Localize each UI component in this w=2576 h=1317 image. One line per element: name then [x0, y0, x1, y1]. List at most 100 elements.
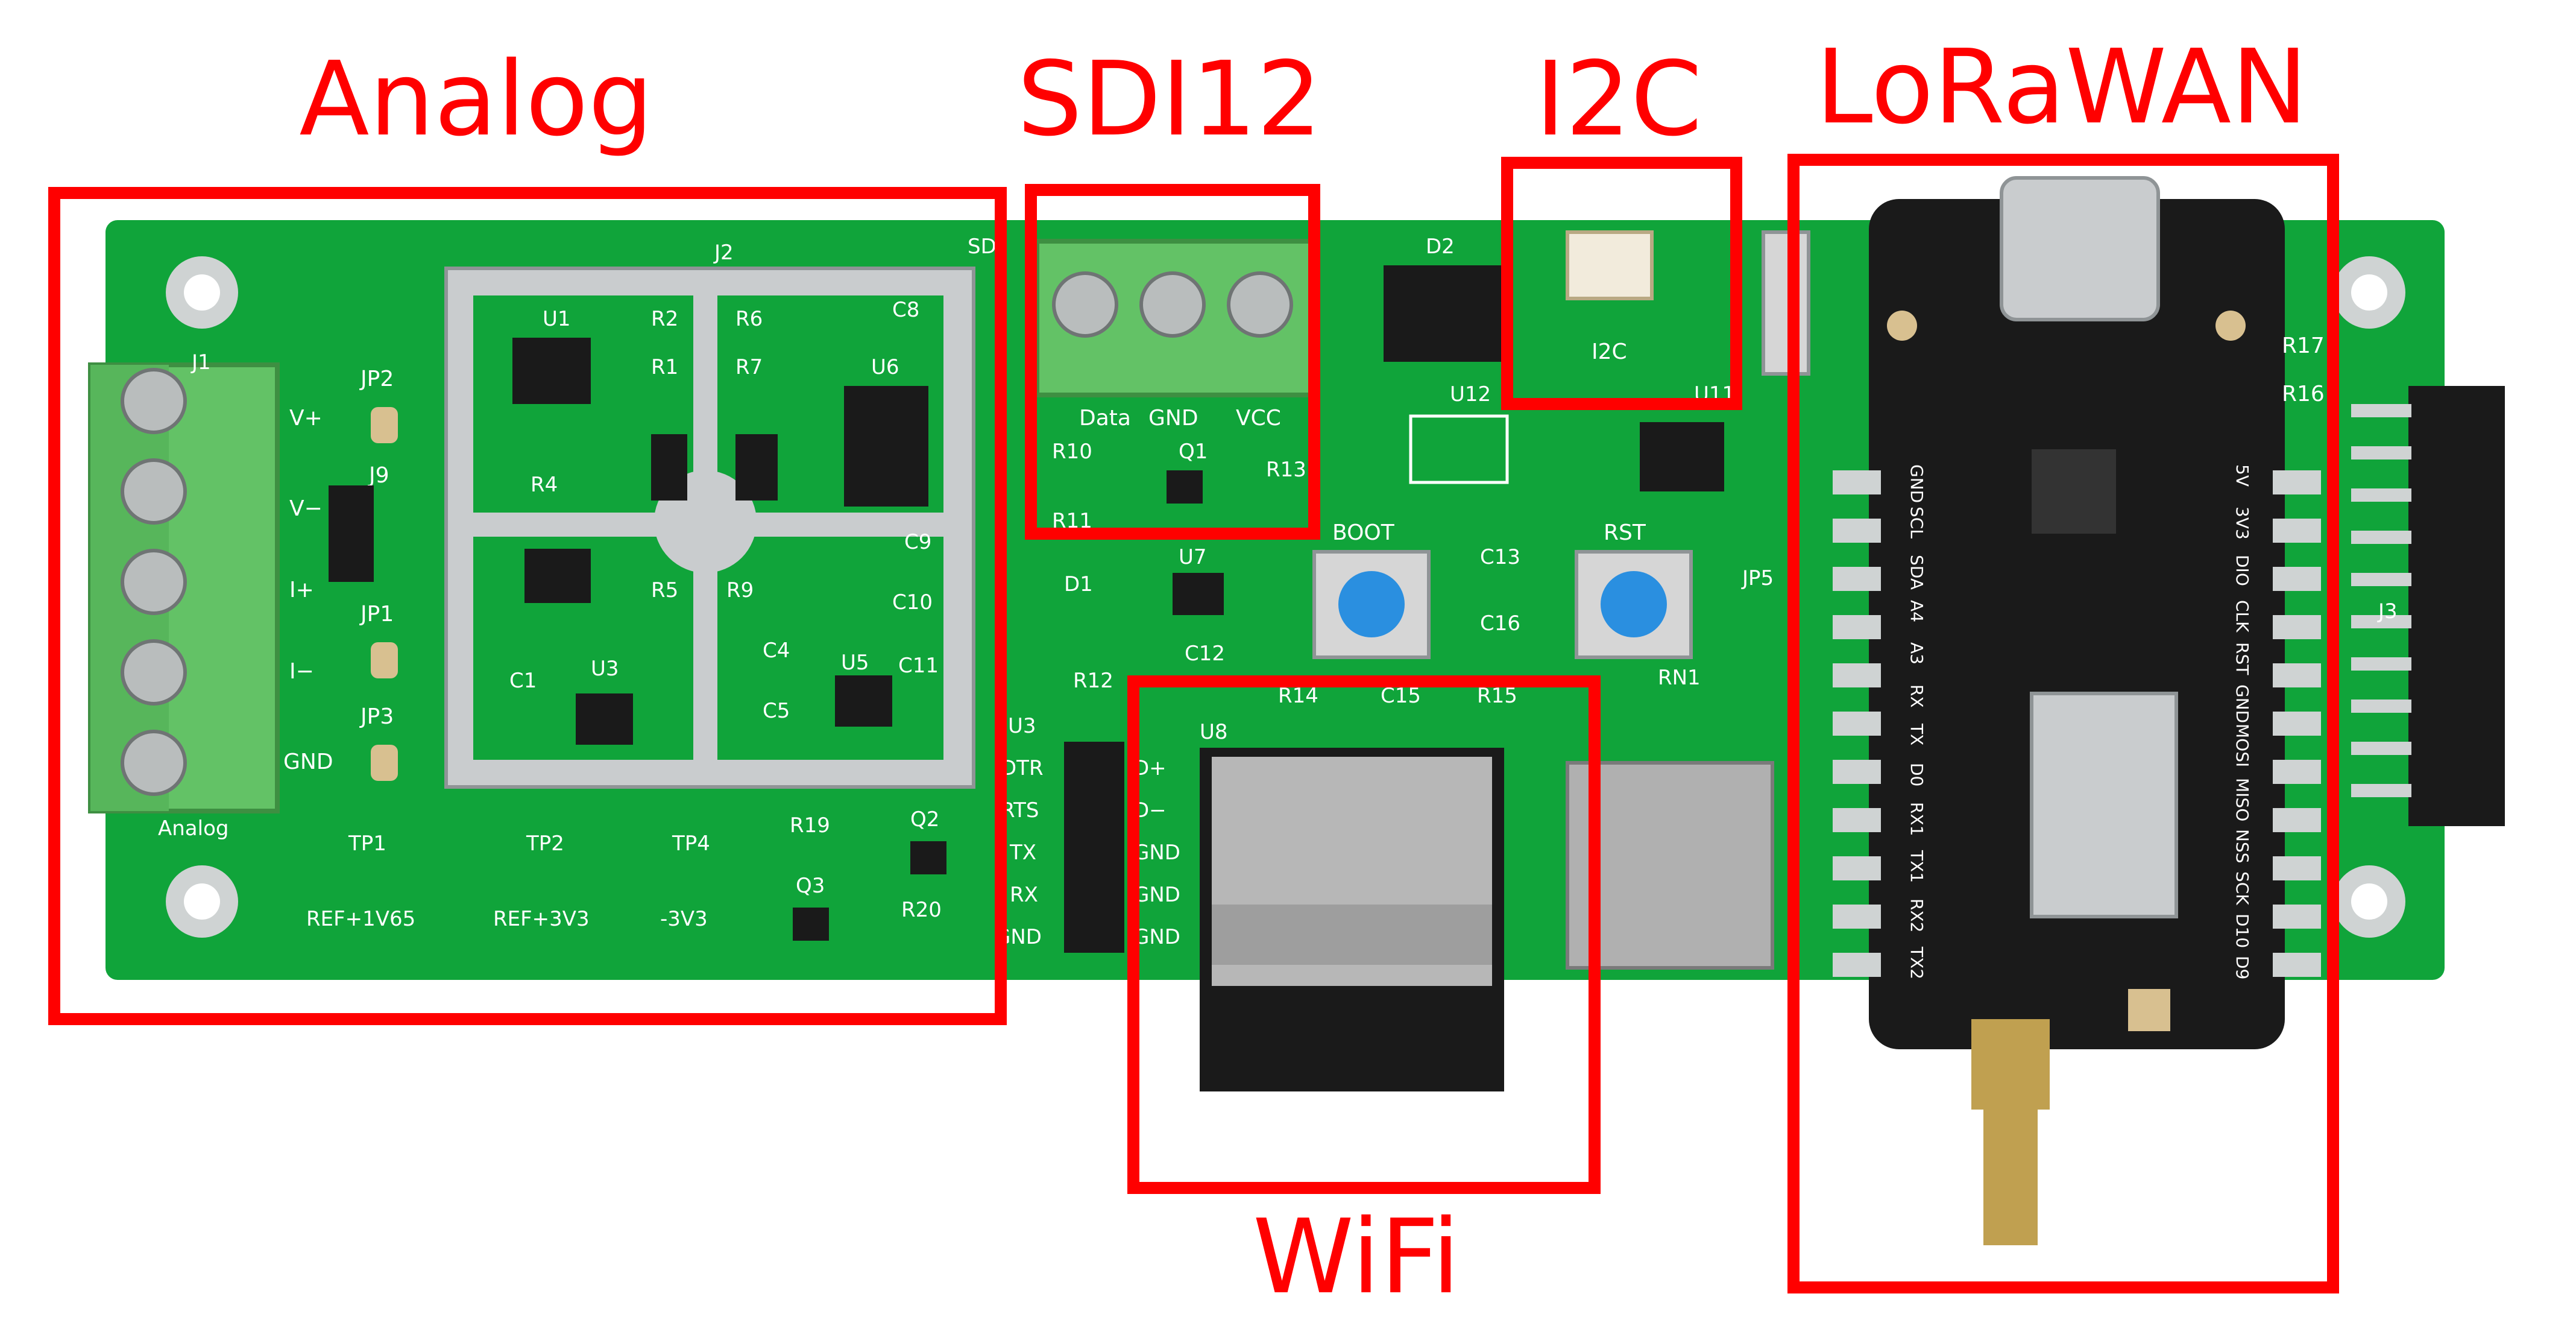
q3-package	[793, 908, 829, 941]
svg-text:GND: GND	[1148, 406, 1198, 431]
svg-text:RX: RX	[1907, 684, 1927, 708]
programming-header	[1064, 742, 1124, 953]
u7-package	[1173, 573, 1224, 615]
svg-text:TP1: TP1	[348, 832, 386, 856]
jp1-pad	[371, 642, 398, 678]
svg-text:D0: D0	[1907, 763, 1927, 786]
svg-text:U5: U5	[841, 651, 869, 675]
svg-text:C12: C12	[1185, 642, 1225, 666]
svg-text:CLK: CLK	[2232, 600, 2252, 633]
svg-text:D9: D9	[2232, 956, 2252, 979]
svg-text:U1: U1	[543, 307, 571, 331]
svg-text:C1: C1	[509, 669, 537, 693]
wifi-module	[1200, 748, 1504, 1091]
sd-card-slot	[1566, 761, 1774, 970]
svg-text:REF+1V65: REF+1V65	[306, 907, 415, 931]
right-pin-header	[2408, 386, 2505, 826]
svg-text:GND: GND	[1133, 925, 1180, 949]
test-point-labels: TP1 TP2 TP4 REF+1V65 REF+3V3 -3V3	[306, 832, 710, 931]
j1-pin-labels: V+ V− I+ I− GND	[283, 406, 333, 774]
svg-text:A4: A4	[1907, 600, 1927, 622]
svg-text:VCC: VCC	[1236, 406, 1281, 431]
svg-text:C15: C15	[1381, 684, 1421, 708]
svg-text:GND: GND	[2232, 684, 2252, 723]
svg-text:RX1: RX1	[1907, 802, 1927, 836]
q2-package	[910, 841, 946, 874]
svg-text:REF+3V3: REF+3V3	[493, 907, 590, 931]
svg-text:D10: D10	[2232, 914, 2252, 948]
svg-text:MOSI: MOSI	[2232, 724, 2252, 767]
lorawan-right-pin-labels: 5V 3V3 DIO CLK RST GND MOSI MISO NSS SCK…	[2232, 464, 2252, 979]
jp3-ref: JP3	[359, 704, 394, 729]
j1-ref: J1	[191, 350, 211, 374]
svg-text:R16: R16	[2282, 382, 2325, 406]
u11-ref: U11	[1694, 382, 1735, 406]
svg-text:D−: D−	[1133, 798, 1167, 823]
svg-text:MISO: MISO	[2232, 778, 2252, 821]
boot-button-label: BOOT	[1332, 520, 1395, 545]
jp3-pad	[371, 745, 398, 781]
svg-text:R15: R15	[1477, 684, 1517, 708]
svg-text:R1: R1	[651, 355, 678, 379]
sdi12-pin-labels: Data GND VCC	[1079, 406, 1281, 431]
svg-text:R5: R5	[651, 578, 678, 602]
svg-text:R12: R12	[1073, 669, 1113, 693]
lorawan-left-pin-labels: GND SCL SDA A4 A3 RX TX D0 RX1 TX1 RX2 T…	[1907, 464, 1927, 979]
analog-region-label: Analog	[299, 40, 653, 159]
svg-text:TX: TX	[1009, 841, 1036, 865]
d2-ref: D2	[1426, 235, 1455, 259]
analog-caption: Analog	[158, 816, 228, 841]
svg-text:V−: V−	[289, 496, 323, 521]
u8-ref: U8	[1200, 720, 1228, 744]
svg-text:R19: R19	[790, 813, 830, 838]
svg-text:RX: RX	[1010, 883, 1038, 907]
boot-button-icon	[1312, 550, 1431, 659]
svg-text:RTS: RTS	[1001, 798, 1039, 823]
svg-text:TP4: TP4	[672, 832, 710, 856]
wifi-region-label: WiFi	[1252, 1198, 1461, 1317]
svg-text:I−: I−	[289, 659, 314, 684]
svg-text:R9: R9	[726, 578, 754, 602]
svg-text:RN1: RN1	[1658, 666, 1701, 690]
svg-text:R2: R2	[651, 307, 678, 331]
svg-text:DTR: DTR	[1001, 756, 1044, 780]
jp2-ref: JP2	[359, 367, 394, 391]
u11-package	[1640, 422, 1724, 491]
lorawan-region-label: LoRaWAN	[1815, 28, 2308, 147]
svg-text:SCL: SCL	[1907, 507, 1927, 538]
lorawan-module	[1869, 176, 2285, 1245]
svg-text:DIO: DIO	[2232, 555, 2252, 586]
svg-text:JP5: JP5	[1741, 566, 1774, 590]
svg-text:Data: Data	[1079, 406, 1131, 431]
rst-button-icon	[1575, 550, 1693, 659]
jp1-ref: JP1	[359, 602, 394, 627]
sdi12-refs: R10 Q1 R13 R11	[1052, 440, 1306, 533]
svg-text:D+: D+	[1133, 756, 1167, 780]
analog-terminal-block	[88, 362, 280, 813]
svg-text:U7: U7	[1179, 545, 1207, 569]
svg-text:GND: GND	[1133, 841, 1180, 865]
svg-text:RST: RST	[2232, 642, 2252, 675]
svg-text:RX2: RX2	[1907, 899, 1927, 932]
j9-ref: J9	[368, 463, 389, 488]
sdi-ref: SDI	[968, 235, 1003, 259]
svg-text:-3V3: -3V3	[660, 907, 708, 931]
i2c-silk: I2C	[1592, 340, 1627, 364]
d2-header	[1384, 265, 1504, 362]
u3b-ref: U3	[1008, 714, 1036, 738]
sdi12-terminal-block	[1034, 239, 1317, 397]
svg-text:R20: R20	[901, 898, 942, 922]
svg-text:TX2: TX2	[1907, 946, 1927, 979]
svg-text:5V: 5V	[2232, 464, 2252, 487]
svg-text:GND: GND	[1133, 883, 1180, 907]
svg-text:R4: R4	[531, 473, 558, 497]
svg-text:Q2: Q2	[910, 807, 939, 832]
svg-text:C5: C5	[763, 699, 790, 723]
q1-package	[1167, 470, 1203, 504]
svg-text:V+: V+	[289, 406, 323, 431]
svg-text:C11: C11	[898, 654, 939, 678]
svg-text:R13: R13	[1266, 458, 1306, 482]
sdi12-region-label: SDI12	[1017, 40, 1322, 159]
svg-text:C13: C13	[1480, 545, 1520, 569]
